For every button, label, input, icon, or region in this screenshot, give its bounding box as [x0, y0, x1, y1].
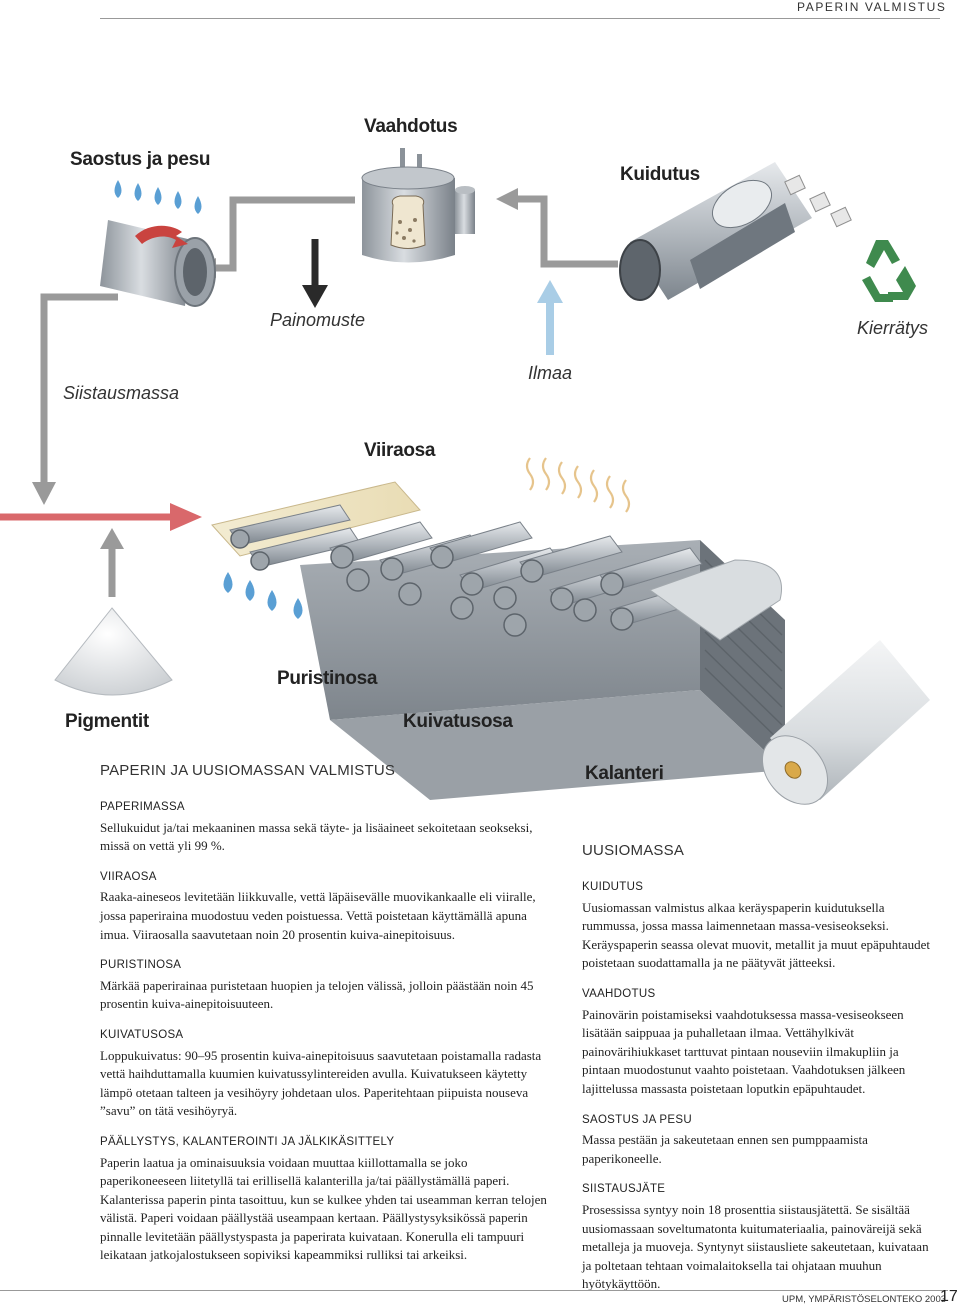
running-header: PAPERIN VALMISTUS — [797, 0, 947, 14]
label-kuidutus: Kuidutus — [620, 164, 700, 185]
label-kalanteri: Kalanteri — [585, 763, 664, 784]
arrow-kuidutus-to-vaahdotus — [515, 195, 618, 268]
section-body: Paperin laatua ja ominaisuuksia voidaan … — [100, 1154, 547, 1263]
steam-lines — [525, 457, 631, 513]
section-heading: KUIDUTUS — [582, 881, 644, 893]
right-column-title: UUSIOMASSA — [582, 842, 685, 859]
recycle-icon — [862, 240, 916, 302]
label-puristinosa: Puristinosa — [277, 668, 378, 689]
section-body: Prosessissa syntyy noin 18 prosenttia si… — [582, 1201, 929, 1292]
siistausmassa-arrow — [0, 503, 202, 531]
label-vaahdotus: Vaahdotus — [364, 116, 458, 137]
left-column: PAPERIMASSA Sellukuidut ja/tai mekaanine… — [100, 786, 550, 1265]
kuidutus-drum — [619, 162, 852, 301]
page-number: 17 — [940, 1288, 958, 1305]
footer-text: UPM, YMPÄRISTÖSELONTEKO 2003 — [782, 1294, 947, 1305]
section-body: Painovärin poistamiseksi vaahdotuksessa … — [582, 1006, 906, 1096]
right-column: KUIDUTUS Uusiomassan valmistus alkaa ker… — [582, 866, 940, 1294]
label-painomuste: Painomuste — [270, 310, 366, 330]
water-drops — [223, 572, 303, 619]
process-diagram — [0, 148, 930, 805]
section-body: Raaka-aineseos levitetään liikkuvalle, v… — [100, 889, 536, 942]
label-viiraosa: Viiraosa — [364, 440, 436, 461]
label-kuivatusosa: Kuivatusosa — [403, 711, 513, 732]
section-heading: VAAHDOTUS — [582, 987, 656, 1000]
section-heading: PAPERIMASSA — [100, 801, 185, 813]
paper-machine — [211, 481, 785, 800]
header-rule — [100, 18, 940, 19]
ilmaa-arrow — [537, 280, 563, 355]
section-body: Sellukuidut ja/tai mekaaninen massa sekä… — [100, 819, 533, 854]
painomuste-arrow — [302, 239, 328, 308]
section-heading: PURISTINOSA — [100, 959, 182, 972]
section-body: Massa pestään ja sakeutetaan ennen sen p… — [582, 1132, 868, 1166]
arrow-vaahdotus-to-saostus — [215, 196, 355, 272]
section-heading: SAOSTUS JA PESU — [582, 1113, 692, 1126]
label-kierratys: Kierrätys — [857, 318, 929, 338]
section-heading: SIISTAUSJÄTE — [582, 1183, 666, 1196]
label-pigmentit: Pigmentit — [65, 711, 149, 732]
section-heading: VIIRAOSA — [100, 870, 157, 883]
section-body: Märkää paperirainaa puristetaan huopien … — [100, 977, 534, 1012]
section-body: Uusiomassan valmistus alkaa keräyspaperi… — [582, 899, 931, 971]
label-ilmaa: Ilmaa — [528, 363, 573, 383]
pigmentit-cone — [54, 607, 173, 696]
paper-roll — [761, 640, 930, 805]
left-column-title: PAPERIN JA UUSIOMASSAN VALMISTUS — [100, 762, 396, 779]
flow-arrows — [40, 195, 618, 597]
vaahdotus-tank — [361, 148, 475, 263]
section-body: Loppukuivatus: 90–95 prosentin kuiva-ain… — [100, 1047, 542, 1119]
section-heading: PÄÄLLYSTYS, KALANTEROINTI JA JÄLKIKÄSITT… — [100, 1135, 395, 1148]
footer-rule — [0, 1290, 948, 1291]
label-siistausmassa: Siistausmassa — [63, 383, 180, 403]
label-saostus: Saostus ja pesu — [70, 149, 211, 170]
saostus-drum — [100, 180, 216, 307]
arrow-saostus-to-siistaus — [40, 293, 118, 490]
section-heading: KUIVATUSOSA — [100, 1028, 184, 1041]
